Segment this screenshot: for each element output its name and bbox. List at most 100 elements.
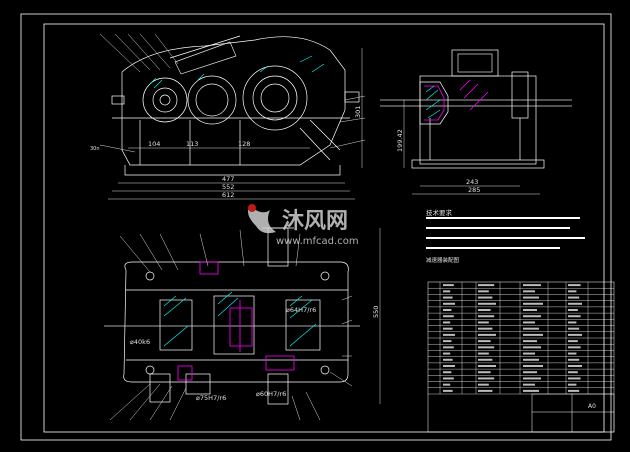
notes-footer: 减速器装配图 bbox=[426, 256, 460, 264]
parts-list-cell-mark bbox=[523, 315, 541, 318]
notes-title: 技术要求 bbox=[426, 208, 453, 217]
watermark: 沐风网 www.mfcad.com bbox=[248, 204, 359, 247]
parts-list-cell-mark bbox=[523, 346, 541, 349]
watermark-logo-icon bbox=[248, 204, 276, 234]
parts-list-cell-mark bbox=[478, 321, 489, 324]
front-view-leaders bbox=[99, 33, 366, 153]
parts-list-cell-mark bbox=[443, 296, 453, 299]
parts-list-cell-mark bbox=[478, 340, 491, 343]
dim-104: 104 bbox=[148, 140, 160, 148]
dim-552: 552 bbox=[222, 183, 234, 191]
parts-list-rows bbox=[428, 282, 614, 395]
side-view-hatch bbox=[425, 85, 441, 119]
parts-list-cell-mark bbox=[568, 346, 581, 349]
parts-list-cell-mark bbox=[443, 340, 452, 343]
parts-list-cell-mark bbox=[568, 340, 578, 343]
parts-list-cell-mark bbox=[478, 358, 493, 361]
parts-list-cell-mark bbox=[523, 340, 537, 343]
front-view-dimensions bbox=[108, 48, 363, 200]
inner-frame bbox=[43, 23, 605, 433]
parts-list-cell-mark bbox=[443, 358, 453, 361]
parts-list-cell-mark bbox=[568, 352, 577, 355]
plan-view-leaders bbox=[109, 229, 353, 421]
parts-list-cell-mark bbox=[523, 296, 539, 299]
plan-view-section bbox=[177, 261, 295, 381]
parts-list-cell-mark bbox=[568, 315, 581, 318]
parts-list-cell-mark bbox=[443, 315, 454, 318]
plan-view-hatch bbox=[163, 291, 317, 347]
parts-list-cell-mark bbox=[478, 383, 489, 386]
parts-list-cell-mark bbox=[523, 284, 541, 287]
parts-list-cell-mark bbox=[478, 365, 496, 367]
parts-list-cell-mark bbox=[443, 389, 453, 392]
parts-list-cell-mark bbox=[443, 302, 455, 305]
parts-list-cell-mark bbox=[568, 327, 580, 330]
parts-list-cell-mark bbox=[443, 309, 452, 311]
dim-550: 550 bbox=[372, 306, 380, 318]
parts-list-cell-mark bbox=[443, 346, 454, 349]
dim-243: 243 bbox=[466, 178, 478, 186]
parts-list-cell-mark bbox=[443, 284, 454, 287]
parts-list-cell-mark bbox=[568, 309, 578, 311]
dim-113: 113 bbox=[186, 140, 198, 148]
parts-list-cell-mark bbox=[443, 290, 451, 293]
parts-list-cell-mark bbox=[523, 309, 537, 311]
parts-list-cell-mark bbox=[523, 327, 539, 330]
parts-list-cell-mark bbox=[568, 333, 582, 336]
front-view-hatch bbox=[149, 55, 325, 89]
parts-list-cell-mark bbox=[443, 365, 455, 367]
parts-list-table bbox=[427, 281, 615, 433]
parts-list-cell-mark bbox=[478, 296, 493, 299]
dim-477: 477 bbox=[222, 175, 234, 183]
dim-199-42: 199.42 bbox=[396, 129, 404, 152]
parts-list-cell-mark bbox=[478, 309, 491, 311]
parts-list-cell-mark bbox=[523, 290, 535, 293]
parts-list-cell-mark bbox=[523, 371, 537, 374]
front-view bbox=[111, 35, 360, 176]
parts-list-cell-mark bbox=[443, 383, 451, 386]
watermark-url: www.mfcad.com bbox=[276, 236, 359, 247]
dim-285: 285 bbox=[468, 186, 480, 194]
parts-list-cell-mark bbox=[443, 321, 451, 324]
dim-128: 128 bbox=[238, 140, 250, 148]
parts-list-cell-mark bbox=[568, 296, 580, 299]
dim-301: 301 bbox=[354, 106, 362, 118]
side-view bbox=[380, 49, 572, 169]
parts-list-cell-mark bbox=[523, 352, 535, 355]
parts-list-cell-mark bbox=[568, 365, 582, 367]
fit-40-k6: ⌀40k6 bbox=[130, 338, 150, 346]
parts-list-cell-mark bbox=[478, 327, 493, 330]
parts-list-cell-mark bbox=[568, 383, 577, 386]
parts-list-cell-mark bbox=[568, 302, 582, 305]
parts-list-cell-mark bbox=[478, 352, 489, 355]
parts-list-cell-mark bbox=[523, 383, 535, 386]
parts-list-cell-mark bbox=[568, 290, 577, 293]
parts-list-cell-mark bbox=[478, 377, 495, 380]
parts-list-cell-mark bbox=[568, 371, 578, 374]
outer-frame bbox=[20, 13, 612, 441]
parts-list-cell-mark bbox=[478, 346, 495, 349]
plan-view bbox=[104, 227, 360, 405]
front-view-label: 30n bbox=[90, 146, 100, 152]
fit-60-h7-r6: ⌀60H7/r6 bbox=[256, 390, 286, 398]
title-block bbox=[531, 393, 615, 433]
parts-list-cell-mark bbox=[478, 371, 491, 374]
parts-list-cell-mark bbox=[568, 389, 580, 392]
parts-list-cell-mark bbox=[478, 290, 489, 293]
parts-list-cell-mark bbox=[478, 302, 496, 305]
watermark-brand: 沐风网 bbox=[282, 209, 348, 234]
parts-list-cell-mark bbox=[443, 333, 455, 336]
parts-list-cell-mark bbox=[568, 321, 577, 324]
drawing-number: A0 bbox=[588, 403, 596, 410]
parts-list-cell-mark bbox=[523, 377, 541, 380]
technical-notes: 技术要求 减速器装配图 bbox=[426, 208, 585, 264]
parts-list-cell-mark bbox=[443, 377, 454, 380]
parts-list-cell-mark bbox=[478, 315, 495, 318]
parts-list-cell-mark bbox=[523, 333, 543, 336]
parts-list-cell-mark bbox=[478, 389, 493, 392]
parts-list-cell-mark bbox=[478, 333, 496, 336]
parts-list-cell-mark bbox=[523, 302, 543, 305]
parts-list-cell-mark bbox=[523, 365, 543, 367]
